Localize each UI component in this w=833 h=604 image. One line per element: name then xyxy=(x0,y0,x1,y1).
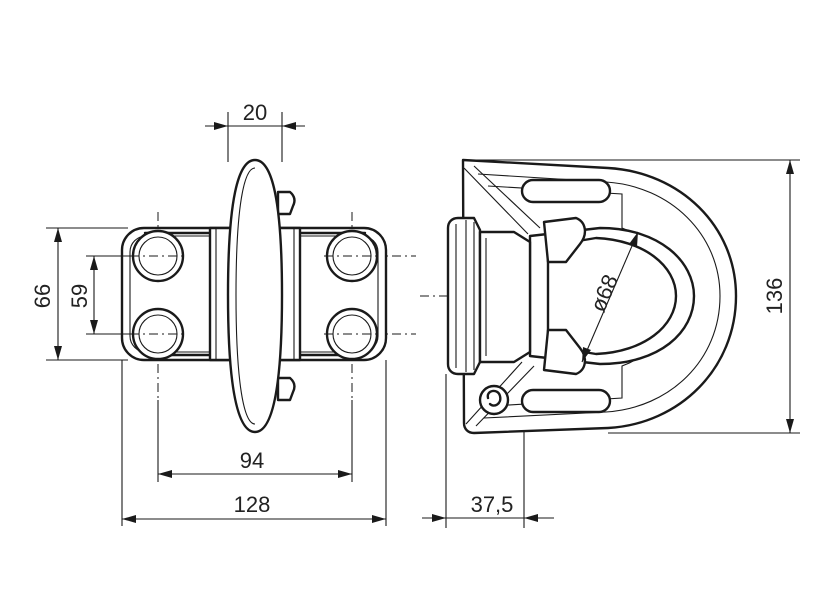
dimension-label-66: 66 xyxy=(30,284,55,308)
front-view xyxy=(88,158,416,434)
dimension-label-37-5: 37,5 xyxy=(471,492,514,517)
dimension-20: 20 xyxy=(205,100,305,162)
dimension-label-94: 94 xyxy=(240,448,264,473)
slot-top xyxy=(520,178,612,204)
dimension-label-20: 20 xyxy=(243,100,267,125)
bolt-boss-top-right xyxy=(324,229,380,283)
side-view xyxy=(420,158,738,460)
clamp-plate xyxy=(446,216,482,376)
dimension-label-136: 136 xyxy=(762,278,787,315)
slot-bottom xyxy=(520,388,612,414)
dimension-94: 94 xyxy=(157,400,353,482)
clamp-neck xyxy=(478,230,532,364)
pin-top xyxy=(276,190,296,216)
fastener-screw xyxy=(478,384,510,416)
lashing-ring-profile xyxy=(226,158,284,434)
dimension-label-59: 59 xyxy=(67,284,92,308)
dimension-128: 128 xyxy=(121,360,387,526)
bolt-boss-bottom-left xyxy=(130,307,186,361)
pin-bottom xyxy=(276,376,296,402)
dimension-136: 136 xyxy=(463,159,800,434)
bolt-boss-top-left xyxy=(130,229,186,283)
bolt-boss-bottom-right xyxy=(324,307,380,361)
bracket-inner-contour xyxy=(477,173,721,419)
dimension-59: 59 xyxy=(67,255,136,335)
dimension-label-128: 128 xyxy=(234,492,271,517)
dimension-66: 66 xyxy=(30,227,128,361)
hinge-lug-bottom xyxy=(542,328,587,376)
dimension-37-5: 37,5 xyxy=(422,374,554,528)
hinge-lug-top xyxy=(542,216,587,264)
